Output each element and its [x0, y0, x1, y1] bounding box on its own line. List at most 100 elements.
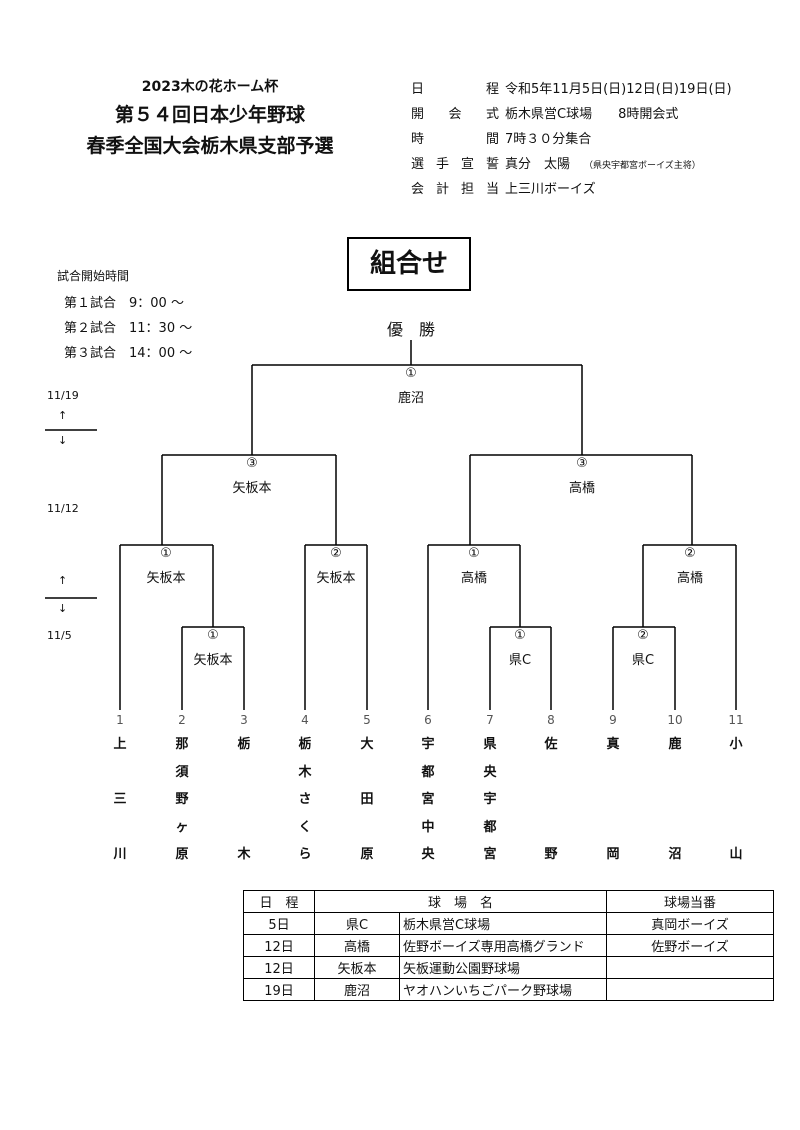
- team-name-char: 大: [360, 737, 374, 752]
- team-name-char: 鹿: [668, 737, 682, 752]
- team-seed-number: 1: [116, 713, 124, 727]
- cell-duty: 真岡ボーイズ: [606, 912, 774, 935]
- team-name-char: 木: [298, 764, 312, 780]
- team-seed-number: 11: [728, 713, 744, 727]
- cell-duty: [606, 956, 774, 979]
- match-venue-q4: 高橋: [676, 571, 704, 586]
- cell-venue-name: 佐野ボーイズ専用高橋グランド: [399, 934, 607, 957]
- team-seed-number: 2: [178, 713, 186, 727]
- team-name-char: 真: [606, 737, 620, 752]
- team-name-char: 山: [729, 847, 743, 862]
- round-date-first: 11/5: [47, 629, 72, 642]
- match-venue-q3: 高橋: [460, 571, 488, 586]
- cell-duty: 佐野ボーイズ: [606, 934, 774, 957]
- team-name-char: ら: [298, 847, 312, 862]
- team-name-char: 央: [483, 764, 497, 780]
- match-number-r3: ②: [637, 628, 649, 643]
- cell-day: 12日: [243, 934, 315, 957]
- team-name-char: 野: [544, 847, 558, 862]
- info-key: 時間: [411, 132, 499, 147]
- cell-venue-name: 矢板運動公園野球場: [399, 956, 607, 979]
- team-name-char: [236, 814, 252, 842]
- team-name-char: ヶ: [175, 819, 189, 835]
- team-name-char: 沼: [668, 847, 682, 862]
- team-name-char: [728, 786, 744, 814]
- bracket-heading: 組合せ: [347, 237, 471, 291]
- event-info: 日程令和5年11月5日(日)12日(日)19日(日)開会式栃木県営C球場 8時開…: [411, 77, 732, 202]
- team-name: 県央宇都宮: [482, 731, 498, 869]
- info-key: 選手宣誓: [411, 157, 499, 172]
- cell-duty: [606, 978, 774, 1001]
- up-arrow-icon: ↑: [58, 409, 68, 422]
- team-name-char: [728, 814, 744, 842]
- team-name-char: [605, 759, 621, 787]
- info-row: 時間 7時３０分集合: [411, 127, 732, 152]
- team-name-char: 宇: [421, 737, 435, 752]
- team-name-char: [359, 759, 375, 787]
- start-time-2: 第２試合 11：30 ～: [64, 321, 193, 336]
- team-name-char: [667, 759, 683, 787]
- team-name-char: 栃: [237, 737, 251, 752]
- info-key: 会計担当: [411, 182, 499, 197]
- team-seed-number: 6: [424, 713, 432, 727]
- team-name-char: 川: [113, 847, 127, 862]
- team-name: 小山: [728, 731, 744, 869]
- team-seed-number: 9: [609, 713, 617, 727]
- team-name-char: [543, 786, 559, 814]
- team-name-char: 小: [729, 737, 743, 752]
- cell-short-name: 矢板本: [314, 956, 400, 979]
- team-seed-number: 8: [547, 713, 555, 727]
- info-row: 開会式栃木県営C球場 8時開会式: [411, 102, 732, 127]
- team-name-char: [543, 814, 559, 842]
- team-name-char: [236, 759, 252, 787]
- team-name-char: 上: [113, 737, 127, 752]
- team-name-char: 岡: [606, 847, 620, 862]
- team-name: 鹿沼: [667, 731, 683, 869]
- cell-short-name: 県C: [314, 912, 400, 935]
- start-times-title: 試合開始時間: [57, 269, 130, 283]
- team-name-char: 宮: [483, 847, 497, 862]
- info-value: 令和5年11月5日(日)12日(日)19日(日): [505, 82, 732, 97]
- team-name: 大田原: [359, 731, 375, 869]
- start-time-1: 第１試合 9：00 ～: [64, 296, 184, 311]
- title-line1: 第５４回日本少年野球: [114, 104, 305, 126]
- cell-short-name: 高橋: [314, 934, 400, 957]
- cell-day: 19日: [243, 978, 315, 1001]
- team-name: 栃木さくら: [297, 731, 313, 869]
- team-name: 栃木: [236, 731, 252, 869]
- match-number-final: ①: [405, 366, 417, 381]
- team-name: 真岡: [605, 731, 621, 869]
- info-key: 開会式: [411, 107, 499, 122]
- cell-day: 12日: [243, 956, 315, 979]
- team-name-char: 県: [483, 737, 497, 752]
- team-name: 宇都宮中央: [420, 731, 436, 869]
- round-date-final: 11/19: [47, 389, 79, 402]
- table-row: 12日高橋佐野ボーイズ専用高橋グランド佐野ボーイズ: [243, 934, 774, 957]
- team-name-char: 原: [175, 847, 189, 862]
- team-name: 佐野: [543, 731, 559, 869]
- down-arrow-icon: ↓: [58, 602, 68, 615]
- table-row: 19日鹿沼ヤオハンいちごパーク野球場: [243, 978, 774, 1001]
- team-name-char: 野: [175, 792, 189, 807]
- header-duty: 球場当番: [606, 890, 774, 913]
- team-name-char: [728, 759, 744, 787]
- cell-day: 5日: [243, 912, 315, 935]
- team-name-char: 原: [360, 847, 374, 862]
- team-name-char: 佐: [544, 737, 558, 752]
- match-venue-final: 鹿沼: [397, 391, 425, 406]
- team-name-char: 三: [113, 792, 127, 807]
- match-venue-semi_left: 矢板本: [232, 481, 272, 496]
- info-value: 7時３０分集合: [505, 132, 592, 147]
- header-venue: 球 場 名: [314, 890, 607, 913]
- match-number-q2: ②: [330, 546, 342, 561]
- match-number-semi_right: ③: [576, 456, 588, 471]
- team-seed-number: 3: [240, 713, 248, 727]
- team-name-char: [605, 786, 621, 814]
- match-venue-q2: 矢板本: [316, 571, 356, 586]
- team-name-char: [667, 786, 683, 814]
- team-name-char: [359, 814, 375, 842]
- sponsor-cup: 2023木の花ホーム杯: [141, 79, 279, 95]
- team-name-char: 木: [237, 847, 251, 862]
- match-number-semi_left: ③: [246, 456, 258, 471]
